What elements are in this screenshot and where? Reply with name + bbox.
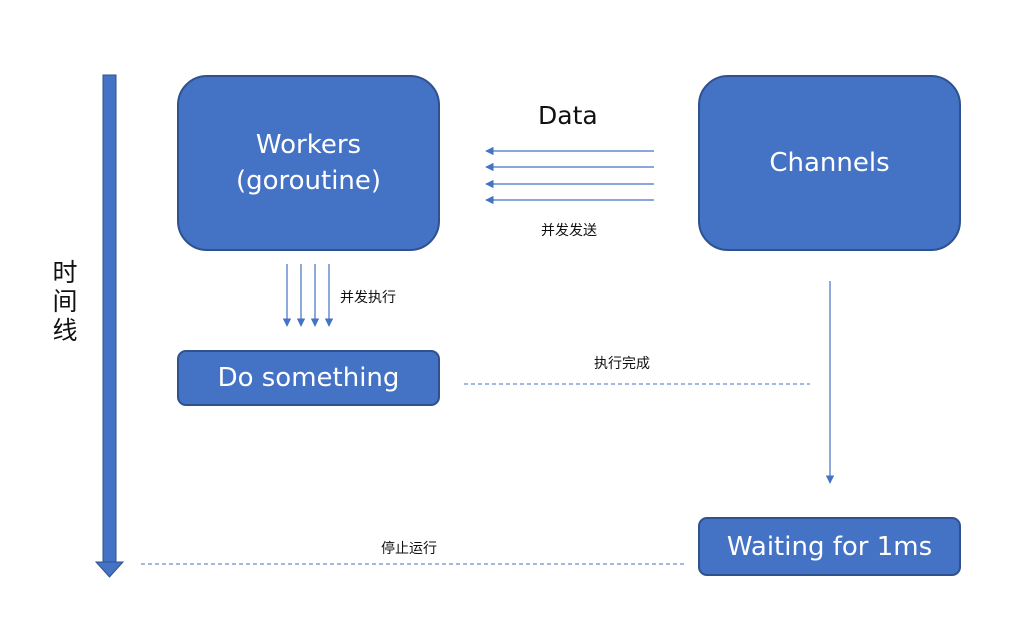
timeline-label: 时 间 线 [52,258,78,345]
timeline-arrow [94,74,125,578]
concurrent-send-label: 并发发送 [541,223,597,239]
data-arrows [485,146,654,205]
concurrent-exec-label: 并发执行 [340,290,396,306]
workers-box: Workers (goroutine) [177,75,440,251]
data-label: Data [538,101,598,130]
exec-complete-label: 执行完成 [594,356,650,372]
do-something-box: Do something [177,350,440,406]
waiting-box: Waiting for 1ms [698,517,961,576]
stop-running-label: 停止运行 [381,541,437,557]
exec-arrows [282,264,334,327]
channels-box: Channels [698,75,961,251]
